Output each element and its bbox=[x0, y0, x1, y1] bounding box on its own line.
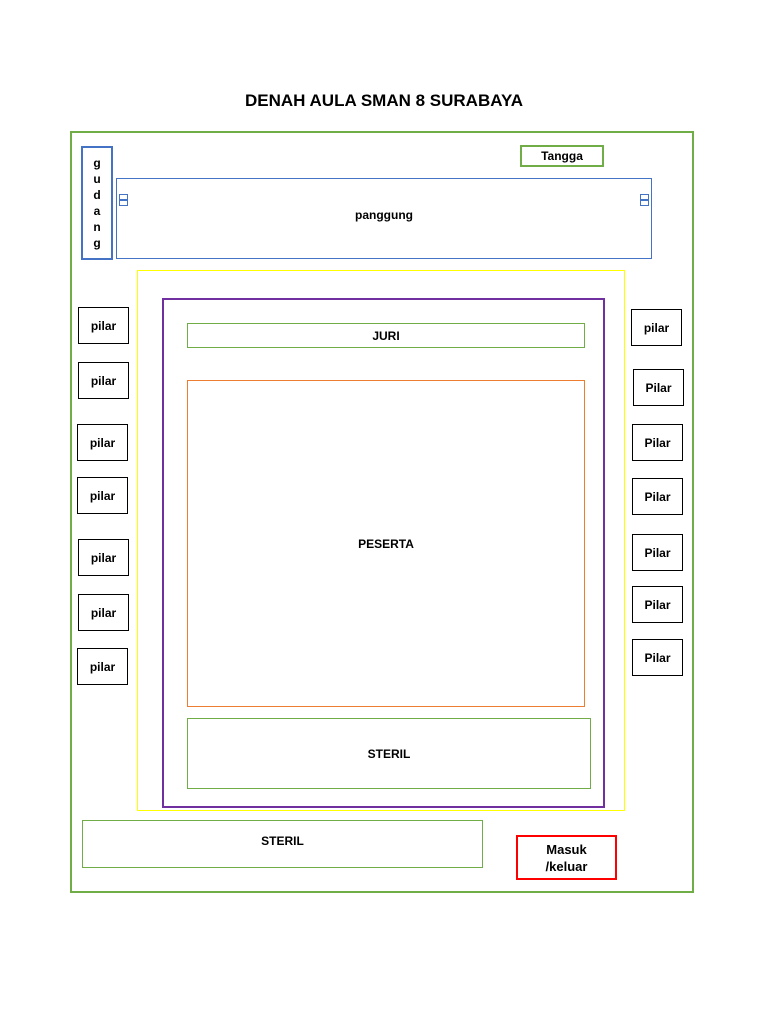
pillar-left: pilar bbox=[77, 477, 128, 514]
stage-hinge-right bbox=[640, 194, 649, 200]
pillar-right: Pilar bbox=[632, 424, 683, 461]
pillar-left: pilar bbox=[78, 594, 129, 631]
gudang-letter: g bbox=[93, 236, 101, 250]
pillar-right: Pilar bbox=[632, 586, 683, 623]
pillar-right: Pilar bbox=[633, 369, 684, 406]
pillar-right: Pilar bbox=[632, 534, 683, 571]
yellow-zone bbox=[137, 270, 625, 811]
juri-area: JURI bbox=[187, 323, 585, 348]
page-title: DENAH AULA SMAN 8 SURABAYA bbox=[244, 91, 524, 110]
gudang-letter: u bbox=[93, 172, 101, 186]
pillar-right: Pilar bbox=[632, 639, 683, 676]
steril-outer-area: STERIL bbox=[82, 820, 483, 868]
tangga-stairs: Tangga bbox=[520, 145, 604, 167]
gudang-letter: d bbox=[93, 188, 101, 202]
gudang-letter: n bbox=[93, 220, 101, 234]
exit-label-line1: Masuk bbox=[546, 841, 587, 857]
pillar-left: pilar bbox=[77, 648, 128, 685]
stage-hinge-right bbox=[640, 200, 649, 206]
panggung-label: panggung bbox=[355, 207, 413, 222]
hall-outline bbox=[70, 131, 694, 893]
gudang-letter: a bbox=[93, 204, 101, 218]
stage-hinge-left bbox=[119, 200, 128, 206]
panggung-stage: panggung bbox=[116, 178, 652, 259]
stage-hinge-left bbox=[119, 194, 128, 200]
purple-zone bbox=[162, 298, 605, 808]
exit-label-line2: /keluar bbox=[545, 858, 588, 874]
pillar-left: pilar bbox=[77, 424, 128, 461]
pillar-right: pilar bbox=[631, 309, 682, 346]
pillar-right: Pilar bbox=[632, 478, 683, 515]
gudang-storage: g u d a n g bbox=[81, 146, 113, 260]
steril-inner-area: STERIL bbox=[187, 718, 591, 789]
pillar-left: pilar bbox=[78, 362, 129, 399]
entrance-exit: Masuk /keluar bbox=[516, 835, 617, 880]
pillar-left: pilar bbox=[78, 539, 129, 576]
gudang-letter: g bbox=[93, 156, 101, 170]
peserta-area: PESERTA bbox=[187, 380, 585, 707]
steril-outer-label: STERIL bbox=[261, 834, 304, 848]
pillar-left: pilar bbox=[78, 307, 129, 344]
